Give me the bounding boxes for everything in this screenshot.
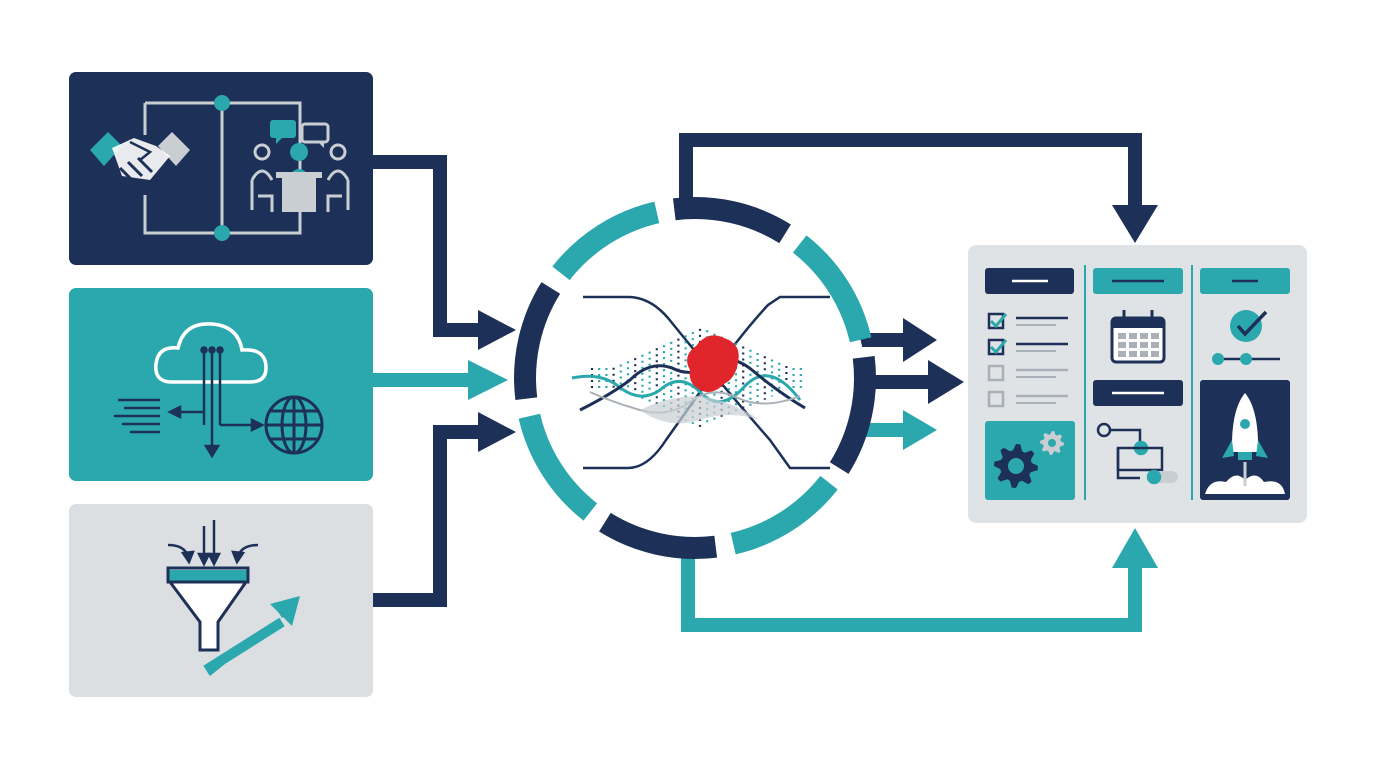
- calendar-cell: [1151, 351, 1159, 357]
- rocket-icon: [1205, 393, 1285, 494]
- checkbox: [987, 390, 1005, 408]
- input-panel-funnel: [69, 504, 373, 697]
- check-mark: [989, 339, 1008, 355]
- handshake-icon: [90, 132, 190, 182]
- hub-ring-segment: [792, 235, 872, 343]
- connector-hub-under-to-board: [681, 540, 1142, 632]
- checklist-icon: [987, 312, 1068, 408]
- connector-partnership-to-hub: [372, 155, 480, 337]
- board-column-headers: [985, 268, 1290, 294]
- globe-icon: [264, 395, 324, 455]
- input-panel-cloud: [69, 288, 373, 481]
- arrowhead-over: [1112, 205, 1158, 243]
- chat-bubbles-icon: [270, 120, 330, 148]
- calendar-cell: [1118, 333, 1126, 339]
- hub-ring-segment: [552, 201, 660, 281]
- output-board: [968, 245, 1307, 523]
- connector-hub-over-to-board: [679, 133, 1142, 215]
- red-blob-icon: [687, 335, 739, 392]
- calendar-cell: [1129, 342, 1137, 348]
- arrowhead-direct-3: [903, 410, 937, 450]
- calendar-icon: [1110, 310, 1166, 364]
- workflow-icon: [1096, 422, 1178, 485]
- gear-hole: [1048, 439, 1056, 447]
- arrowhead-under: [1112, 528, 1158, 568]
- checkbox: [987, 364, 1005, 382]
- check-circle-icon: [1230, 310, 1268, 342]
- input-connectors: [372, 155, 516, 607]
- calendar-cell: [1140, 351, 1148, 357]
- gear-hole: [1008, 458, 1024, 474]
- arrowhead-funnel: [478, 412, 516, 452]
- calendar-cell: [1151, 342, 1159, 348]
- funnel-arrows-in: [167, 520, 259, 567]
- data-flow-lines: [167, 346, 265, 459]
- calendar-cell: [1140, 333, 1148, 339]
- gear-tile: [985, 421, 1075, 500]
- hub-ring-segment: [672, 197, 791, 244]
- input-panel-partnership: [69, 72, 373, 265]
- funnel-icon: [166, 566, 250, 652]
- calendar-cell: [1151, 333, 1159, 339]
- wave-shadow: [640, 396, 760, 424]
- slider-icon: [1212, 353, 1280, 365]
- rocket-tile: [1200, 380, 1290, 500]
- hub-ring-segment: [514, 282, 561, 401]
- arrowhead-partnership: [478, 310, 516, 350]
- calendar-cell: [1129, 333, 1137, 339]
- hub-ring-segment: [518, 413, 598, 521]
- workflow-card: [1093, 380, 1183, 485]
- frame-lines: [143, 101, 302, 235]
- arrowhead-cloud: [468, 360, 508, 400]
- gear-icon: [994, 444, 1038, 488]
- central-hub: [514, 197, 876, 559]
- hub-ring: [514, 197, 876, 559]
- small-gear-icon: [1040, 431, 1064, 455]
- arrowhead-direct-1: [903, 318, 937, 362]
- calendar-cell: [1118, 351, 1126, 357]
- cloud-icon: [154, 322, 268, 384]
- calendar-cell: [1118, 342, 1126, 348]
- hub-ring-segment: [730, 475, 838, 555]
- team-meeting-icon: [250, 143, 350, 212]
- growth-arrow-icon: [203, 596, 300, 676]
- calendar-cell: [1140, 342, 1148, 348]
- check-mark: [989, 313, 1008, 329]
- data-lines-icon: [114, 398, 160, 434]
- calendar-cell: [1129, 351, 1137, 357]
- arrowhead-direct-2: [928, 360, 964, 404]
- hub-ring-segment: [829, 355, 876, 474]
- hub-ring-segment: [599, 512, 718, 559]
- connector-funnel-to-hub: [372, 425, 480, 607]
